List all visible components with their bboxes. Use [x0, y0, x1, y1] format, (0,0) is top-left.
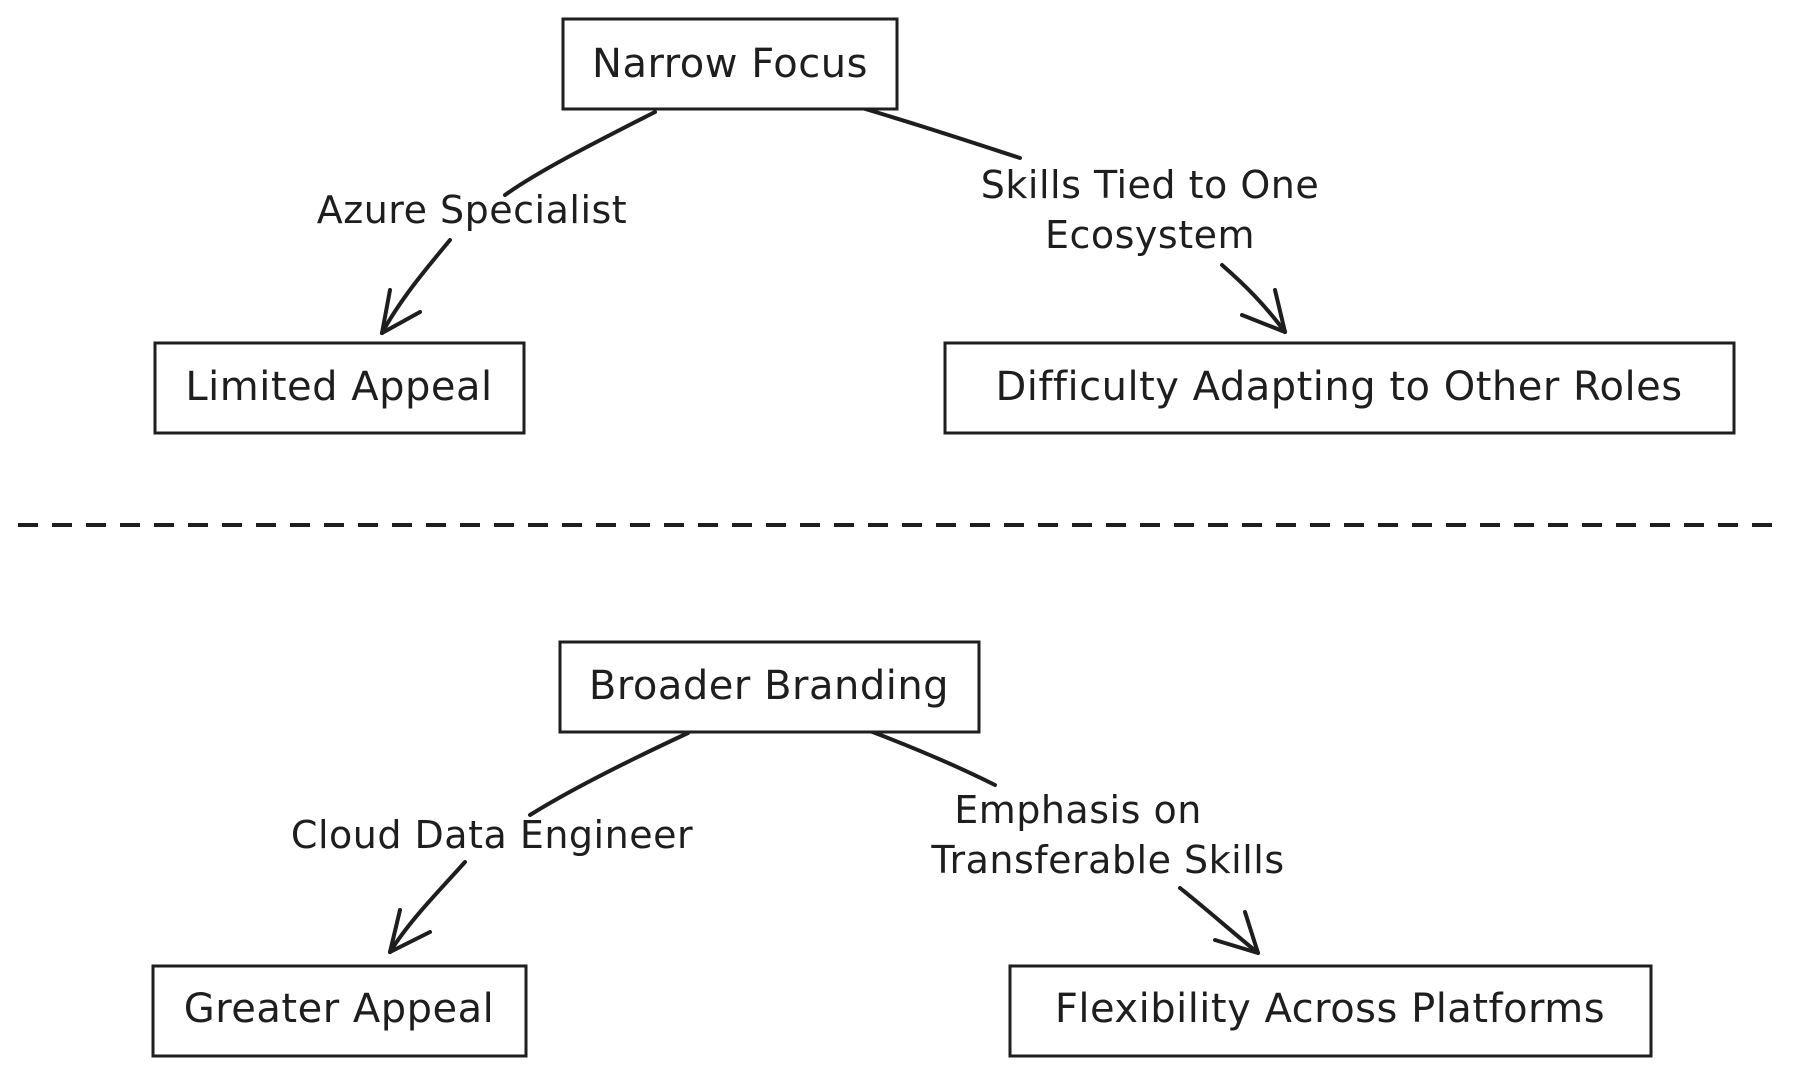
arrowhead-limited-left — [380, 288, 392, 335]
edge-label-skills-tied-line1: Skills Tied to One — [981, 163, 1319, 207]
node-label-narrow-focus: Narrow Focus — [592, 41, 868, 87]
edge-narrow-to-difficulty-lower — [1220, 263, 1287, 334]
edge-broader-to-flexibility-lower — [1178, 886, 1260, 955]
edge-broader-to-flexibility — [868, 729, 997, 787]
edge-label-emphasis-line1: Emphasis on — [954, 788, 1202, 832]
node-label-flexibility-across: Flexibility Across Platforms — [1055, 986, 1605, 1032]
node-box-narrow-focus — [561, 17, 899, 111]
node-box-greater-appeal — [151, 964, 528, 1058]
edge-label-skills-tied-line2: Ecosystem — [1045, 213, 1255, 257]
section-broader-branding: Broader Branding Greater Appeal Flexibil… — [151, 640, 1653, 1058]
edge-broader-to-greater-lower — [388, 860, 467, 954]
arrowhead-difficulty-left — [1240, 313, 1287, 334]
edge-label-emphasis-line2: Transferable Skills — [930, 838, 1284, 882]
arrowhead-limited-right — [380, 310, 422, 335]
node-box-limited-appeal — [153, 341, 526, 435]
node-box-difficulty-adapting — [943, 341, 1736, 435]
section-narrow-focus: Narrow Focus Limited Appeal Difficulty A… — [153, 17, 1736, 435]
edge-label-azure-specialist: Azure Specialist — [317, 188, 627, 232]
node-label-broader-branding: Broader Branding — [589, 663, 949, 709]
arrowhead-difficulty-right — [1273, 288, 1287, 334]
edge-label-cloud-data-engineer: Cloud Data Engineer — [291, 813, 693, 857]
edge-narrow-to-limited-lower — [380, 238, 452, 335]
arrowhead-flexibility-left — [1213, 938, 1260, 955]
node-box-flexibility-across — [1008, 964, 1653, 1058]
edge-narrow-to-difficulty — [860, 106, 1022, 160]
node-box-broader-branding — [558, 640, 981, 734]
arrowhead-greater-right — [388, 930, 432, 954]
node-label-difficulty-adapting: Difficulty Adapting to Other Roles — [995, 364, 1682, 410]
node-label-greater-appeal: Greater Appeal — [184, 986, 495, 1032]
edge-narrow-to-limited — [503, 110, 657, 197]
arrowhead-flexibility-right — [1243, 910, 1260, 955]
arrowhead-greater-left — [388, 908, 402, 954]
node-label-limited-appeal: Limited Appeal — [185, 364, 492, 410]
edge-broader-to-greater — [528, 731, 690, 817]
